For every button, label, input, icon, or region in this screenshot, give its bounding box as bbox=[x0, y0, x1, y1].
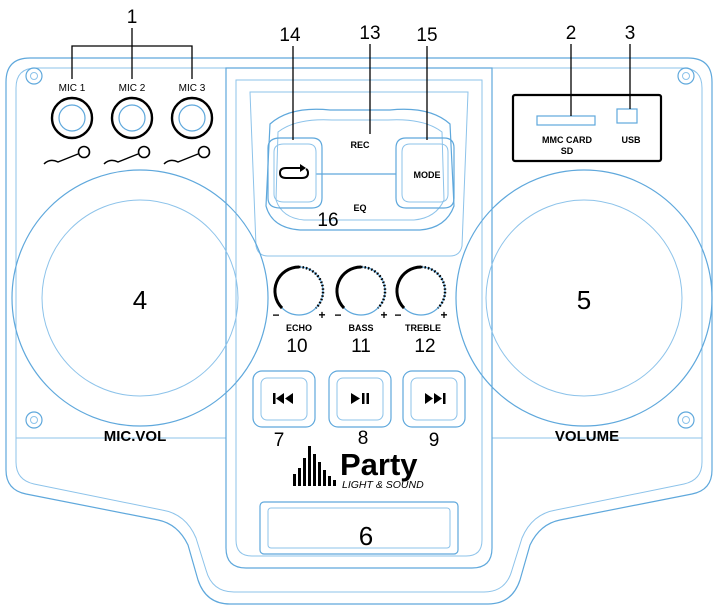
bass-plus: + bbox=[380, 308, 387, 322]
mic1-label: MIC 1 bbox=[59, 83, 86, 94]
callout-11: 11 bbox=[351, 336, 371, 357]
control-cluster: MODE REC EQ 14 13 15 16 bbox=[265, 23, 455, 231]
mode-label: MODE bbox=[414, 170, 441, 180]
logo-tagline: LIGHT & SOUND bbox=[342, 479, 424, 491]
logo-word: Party bbox=[340, 447, 418, 482]
callout-6: 6 bbox=[359, 521, 373, 551]
echo-plus: + bbox=[318, 308, 325, 322]
prev-button[interactable] bbox=[252, 370, 316, 428]
eq-label[interactable]: EQ bbox=[353, 203, 366, 213]
callout-13: 13 bbox=[359, 23, 380, 44]
play-pause-button[interactable] bbox=[328, 370, 392, 428]
volume-knob[interactable] bbox=[455, 169, 713, 427]
skip-back-icon bbox=[273, 393, 293, 404]
callout-10: 10 bbox=[286, 336, 307, 357]
brand-logo: Party LIGHT & SOUND bbox=[293, 446, 424, 491]
corner-screws bbox=[25, 67, 695, 429]
callout-1: 1 bbox=[127, 7, 138, 28]
mic2-label: MIC 2 bbox=[119, 83, 146, 94]
treble-knob[interactable] bbox=[395, 265, 447, 316]
bass-minus: − bbox=[334, 308, 341, 322]
skip-forward-icon bbox=[425, 393, 446, 404]
callout-2: 2 bbox=[566, 23, 577, 44]
callout-3: 3 bbox=[625, 23, 636, 44]
microphone-icon bbox=[103, 145, 151, 165]
echo-label: ECHO bbox=[286, 323, 312, 333]
mic-inputs: 1 MIC 1 MIC 2 MIC 3 bbox=[43, 7, 214, 165]
mmc-card-label: MMC CARD bbox=[542, 135, 592, 145]
mic-vol-knob[interactable] bbox=[11, 169, 269, 427]
mic2-jack[interactable] bbox=[110, 96, 154, 140]
callout-7: 7 bbox=[274, 430, 285, 451]
callout-14: 14 bbox=[279, 25, 301, 46]
sd-label: SD bbox=[561, 146, 574, 156]
callout-12: 12 bbox=[414, 336, 435, 357]
mode-button[interactable]: MODE bbox=[395, 137, 455, 209]
card-usb-panel: 2 3 MMC CARD SD USB bbox=[511, 23, 663, 163]
microphone-icon bbox=[163, 145, 211, 165]
treble-label: TREBLE bbox=[405, 323, 441, 333]
usb-label: USB bbox=[621, 135, 641, 145]
play-pause-icon bbox=[351, 393, 369, 404]
equalizer-bars-icon bbox=[293, 446, 336, 486]
callout-4: 4 bbox=[133, 285, 147, 315]
mic3-label: MIC 3 bbox=[179, 83, 206, 94]
volume-label: VOLUME bbox=[555, 428, 619, 445]
card-slot[interactable] bbox=[536, 115, 596, 126]
speaker-body bbox=[5, 57, 713, 605]
mic1-jack[interactable] bbox=[50, 96, 94, 140]
callout-5: 5 bbox=[577, 285, 591, 315]
treble-plus: + bbox=[440, 308, 447, 322]
usb-port[interactable] bbox=[616, 108, 638, 124]
callout-9: 9 bbox=[429, 430, 440, 451]
callout-15: 15 bbox=[416, 25, 437, 46]
bass-label: BASS bbox=[348, 323, 373, 333]
callout-8: 8 bbox=[358, 428, 369, 449]
microphone-icon bbox=[43, 145, 91, 165]
treble-minus: − bbox=[394, 308, 401, 322]
callout-16: 16 bbox=[317, 210, 338, 231]
mic-vol-label: MIC.VOL bbox=[104, 428, 167, 445]
repeat-icon bbox=[278, 164, 310, 179]
echo-minus: − bbox=[272, 308, 279, 322]
mic3-jack[interactable] bbox=[170, 96, 214, 140]
repeat-button[interactable] bbox=[267, 137, 323, 209]
next-button[interactable] bbox=[402, 370, 466, 428]
bass-knob[interactable] bbox=[335, 265, 387, 316]
echo-knob[interactable] bbox=[273, 265, 325, 316]
rec-label[interactable]: REC bbox=[350, 140, 370, 150]
